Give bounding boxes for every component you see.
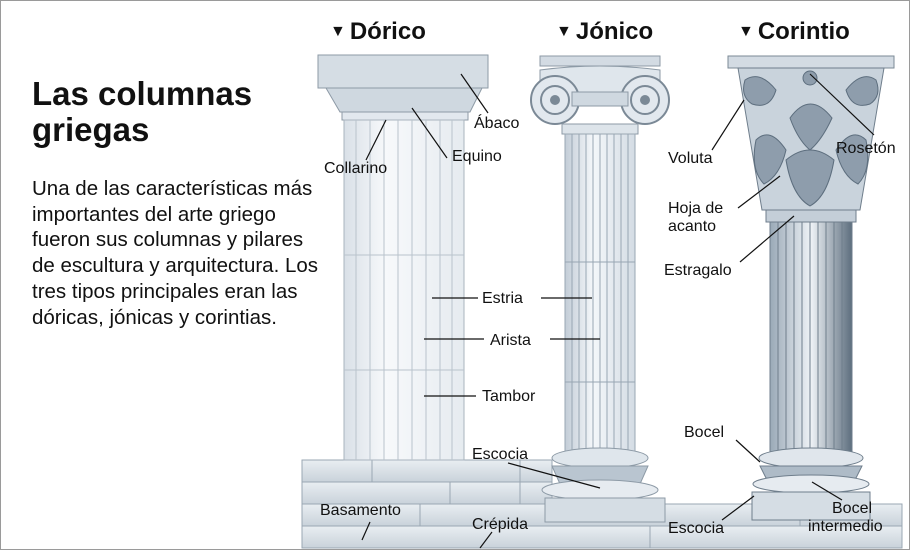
- page-title: Las columnas griegas: [32, 75, 253, 148]
- triangle-down-icon: ▼: [738, 23, 754, 40]
- label-basamento: Basamento: [320, 502, 401, 519]
- header-doric-label: Dórico: [349, 18, 426, 45]
- label-escocia: Escocia: [472, 446, 529, 463]
- label-bocel-intermedio-line1: Bocel: [832, 500, 873, 517]
- label-hoja-line2: acanto: [668, 218, 717, 235]
- label-estria: Estria: [482, 290, 523, 307]
- triangle-down-icon: ▼: [556, 23, 572, 40]
- label-bocel: Bocel: [684, 424, 725, 441]
- label-hoja-line1: Hoja de: [668, 200, 724, 217]
- intro-paragraph: Una de las características más important…: [32, 177, 319, 329]
- label-arista: Arista: [490, 332, 531, 349]
- label-bocel-intermedio-line2: intermedio: [808, 518, 883, 535]
- label-escocia-corintio: Escocia: [668, 520, 725, 537]
- header-corinthian-label: Corintio: [757, 18, 850, 45]
- ionic-column: [530, 55, 670, 523]
- header-ionic-label: Jónico: [575, 18, 654, 45]
- leader-lines: [361, 73, 875, 549]
- label-equino: Equino: [452, 148, 502, 165]
- label-voluta: Voluta: [668, 150, 713, 167]
- label-tambor: Tambor: [482, 388, 536, 405]
- label-abaco: Ábaco: [474, 115, 520, 132]
- doric-column: [317, 54, 489, 461]
- label-crepida: Crépida: [472, 516, 529, 533]
- label-roseton: Rosetón: [836, 140, 896, 157]
- header-ionic: ▼Jónico: [556, 18, 653, 46]
- label-estragalo: Estragalo: [664, 262, 732, 279]
- header-doric: ▼Dórico: [330, 18, 426, 46]
- corinthian-column: [727, 55, 895, 521]
- triangle-down-icon: ▼: [330, 23, 346, 40]
- header-corinthian: ▼Corintio: [738, 18, 850, 46]
- label-collarino: Collarino: [324, 160, 388, 177]
